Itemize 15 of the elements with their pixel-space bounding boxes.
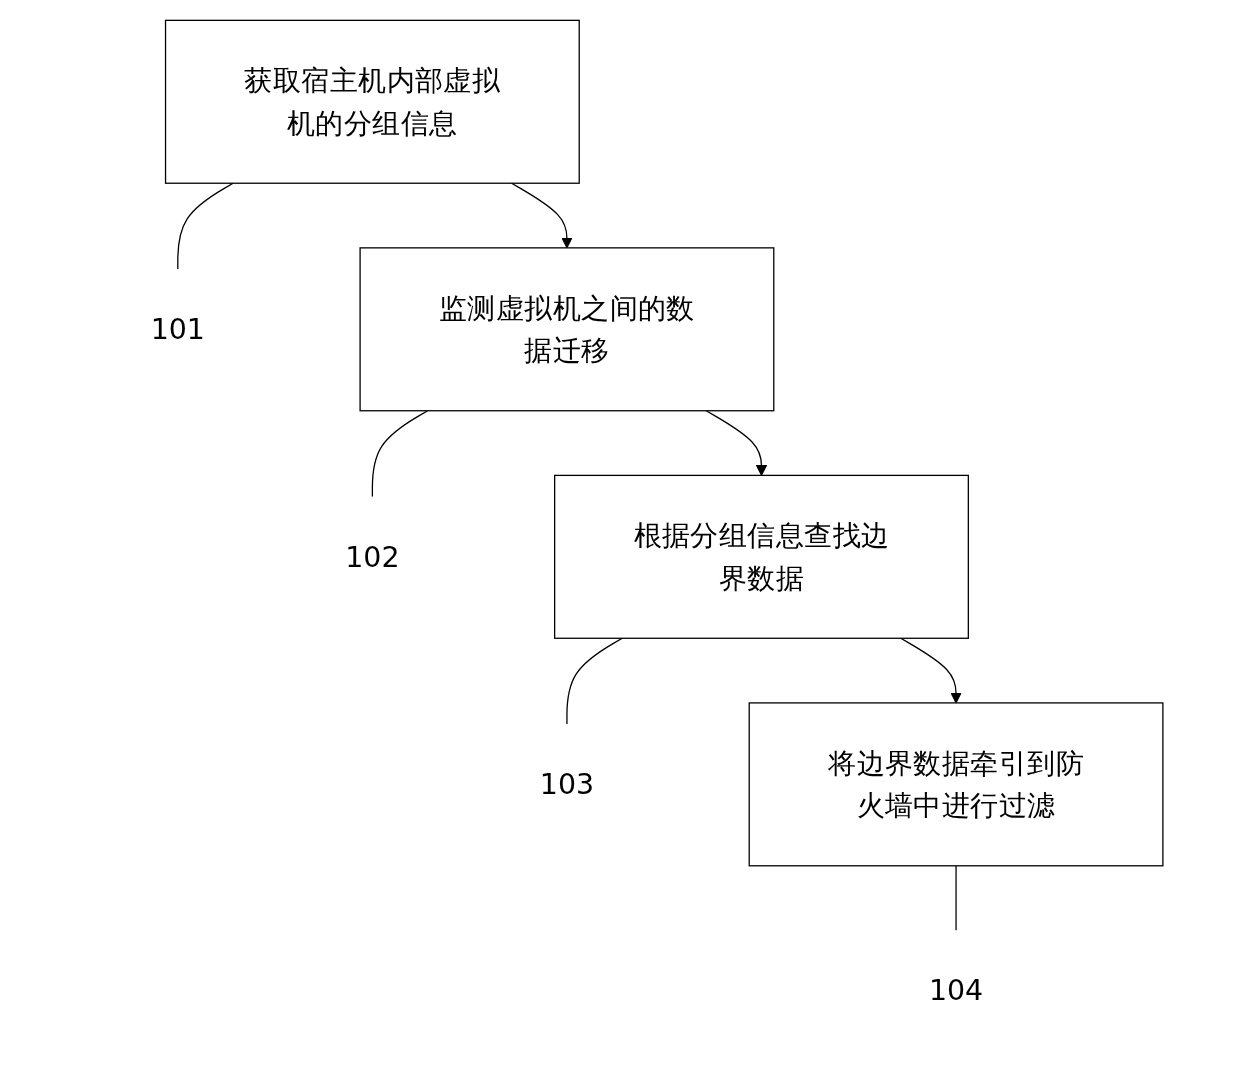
node-text: 103: [539, 768, 595, 801]
connector: [371, 410, 429, 498]
node-box: 监测虚拟机之间的数据迁移: [359, 247, 775, 412]
node-text: 104: [928, 974, 984, 1007]
node-box: 获取宿主机内部虚拟机的分组信息: [164, 19, 580, 184]
node-text: 101: [150, 313, 205, 346]
connector: [955, 865, 957, 932]
connector: [566, 637, 623, 725]
arrow: [705, 410, 768, 476]
node-box: 根据分组信息查找边界数据: [554, 474, 969, 639]
connector: [177, 182, 234, 270]
node-box: 将边界数据牵引到防火墙中进行过滤: [748, 702, 1164, 867]
node-text: 102: [345, 540, 400, 573]
arrow: [511, 182, 573, 249]
arrow: [900, 637, 962, 704]
